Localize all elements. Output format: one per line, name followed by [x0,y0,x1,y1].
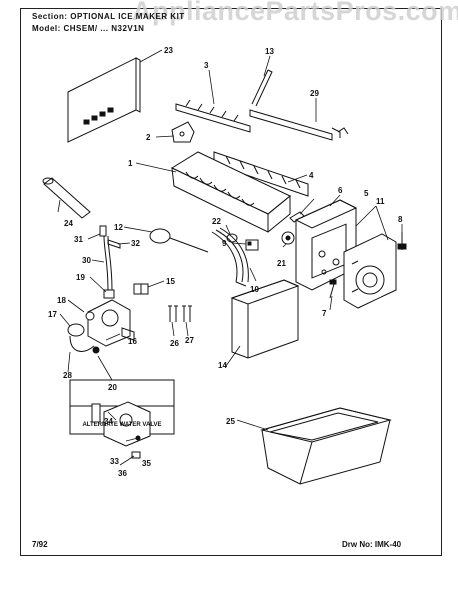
callout-17: 17 [48,310,57,319]
part-21-fitting [281,231,295,245]
part-26-screws [168,305,178,322]
part-17-inlet [67,323,85,337]
callout-35: 35 [142,459,151,468]
part-11-motor-module [343,233,397,309]
part-20-screw [92,346,100,354]
callout-12: 12 [114,223,123,232]
callout-18: 18 [57,296,66,305]
part-10-wire-harness [211,227,249,287]
section-title: Section: OPTIONAL ICE MAKER KIT [32,12,185,21]
watermark: AppliancePartsPros.com [132,0,458,26]
callout-7: 7 [322,309,327,318]
callout-8: 8 [398,215,403,224]
callout-11: 11 [376,197,385,206]
part-13-shutoff-arm [251,69,273,107]
callout-1: 1 [128,159,133,168]
part-28-tube [69,335,95,352]
callout-30: 30 [82,256,91,265]
callout-6: 6 [338,186,343,195]
part-8-screw [397,232,407,250]
part-3-ejector [175,99,251,133]
callout-10: 10 [250,285,259,294]
callout-23: 23 [164,46,173,55]
callout-25: 25 [226,417,235,426]
part-4-stripper [213,151,309,197]
part-15-coupling [133,283,149,295]
part-31-fitting [99,225,107,237]
callout-14: 14 [218,361,227,370]
callout-16: 16 [128,337,137,346]
callout-3: 3 [204,61,209,70]
callout-31: 31 [74,235,83,244]
part-30-water-tube [103,235,113,291]
callout-4: 4 [309,171,314,180]
part-1-ice-mold [170,151,291,233]
part-29-bar [249,109,349,141]
part-25-ice-bin [260,407,392,485]
part-18-screen [85,311,95,321]
callout-15: 15 [166,277,175,286]
callout-19: 19 [76,273,85,282]
callout-9: 9 [222,239,227,248]
part-23-back-panel [67,57,141,143]
callout-5: 5 [364,189,369,198]
callout-29: 29 [310,89,319,98]
callout-numbers: 23 3 13 29 2 1 4 6 5 11 8 21 22 9 12 24 … [48,46,403,478]
footer-drawing-number: Drw No: IMK-40 [342,540,402,549]
callout-36: 36 [118,469,127,478]
callout-13: 13 [265,47,274,56]
callout-20: 20 [108,383,117,392]
callout-34: 34 [104,417,113,426]
inset-label: ALTERNATE WATER VALVE [82,422,162,428]
callout-32: 32 [131,239,140,248]
part-7-screw [329,279,337,299]
part-14-cover [230,279,300,359]
part-24-fill-tube [42,177,91,219]
callout-2: 2 [146,133,151,142]
callout-26: 26 [170,339,179,348]
callout-22: 22 [212,217,221,226]
part-27-screws [182,305,192,322]
part-19-nut [103,289,115,299]
leader-lines [57,49,403,466]
callout-33: 33 [110,457,119,466]
callout-28: 28 [63,371,72,380]
callout-24: 24 [64,219,73,228]
callout-21: 21 [277,259,286,268]
part-12-heater [149,228,209,253]
model-title: Model: CHSEM/ ... N32V1N [32,24,145,33]
footer-date: 7/92 [32,540,48,549]
inset-alternate-water-valve [69,379,175,459]
part-2-bracket [171,121,195,143]
part-9-connector [245,239,259,251]
callout-27: 27 [185,336,194,345]
